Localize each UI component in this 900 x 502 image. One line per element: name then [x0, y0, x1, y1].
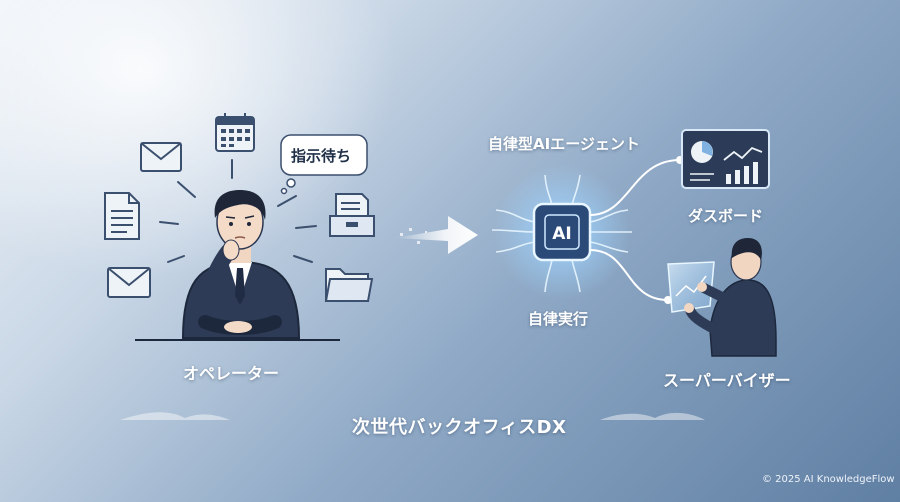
supervisor-label: スーパーバイザー — [663, 371, 791, 390]
operator-figure — [135, 190, 340, 341]
speech-bubble — [280, 134, 368, 195]
calendar-icon — [215, 113, 255, 152]
dashboard-label: ダスボード — [688, 207, 764, 225]
title-divider — [115, 412, 790, 425]
file-tray-icon — [329, 193, 375, 237]
operator-label: オペレーター — [183, 364, 280, 383]
copyright-text: © 2025 AI KnowledgeFlow — [762, 474, 895, 485]
chip-text: AI — [552, 224, 571, 244]
supervisor-figure — [667, 238, 777, 357]
page-title: 次世代バックオフィスDX — [352, 417, 567, 438]
agent-label: 自律型AIエージェント — [488, 135, 640, 153]
document-icon — [104, 192, 140, 240]
autonomous-label: 自律実行 — [528, 310, 589, 328]
speech-bubble-text: 指示待ち — [291, 147, 352, 165]
arrow-right-icon — [395, 216, 478, 254]
envelope-icon — [107, 267, 151, 298]
envelope-icon — [140, 142, 182, 172]
folder-icon — [324, 268, 374, 302]
radiating-lines — [159, 159, 317, 263]
ai-chip-icon: AI — [491, 164, 633, 300]
dashboard-icon — [681, 129, 770, 189]
